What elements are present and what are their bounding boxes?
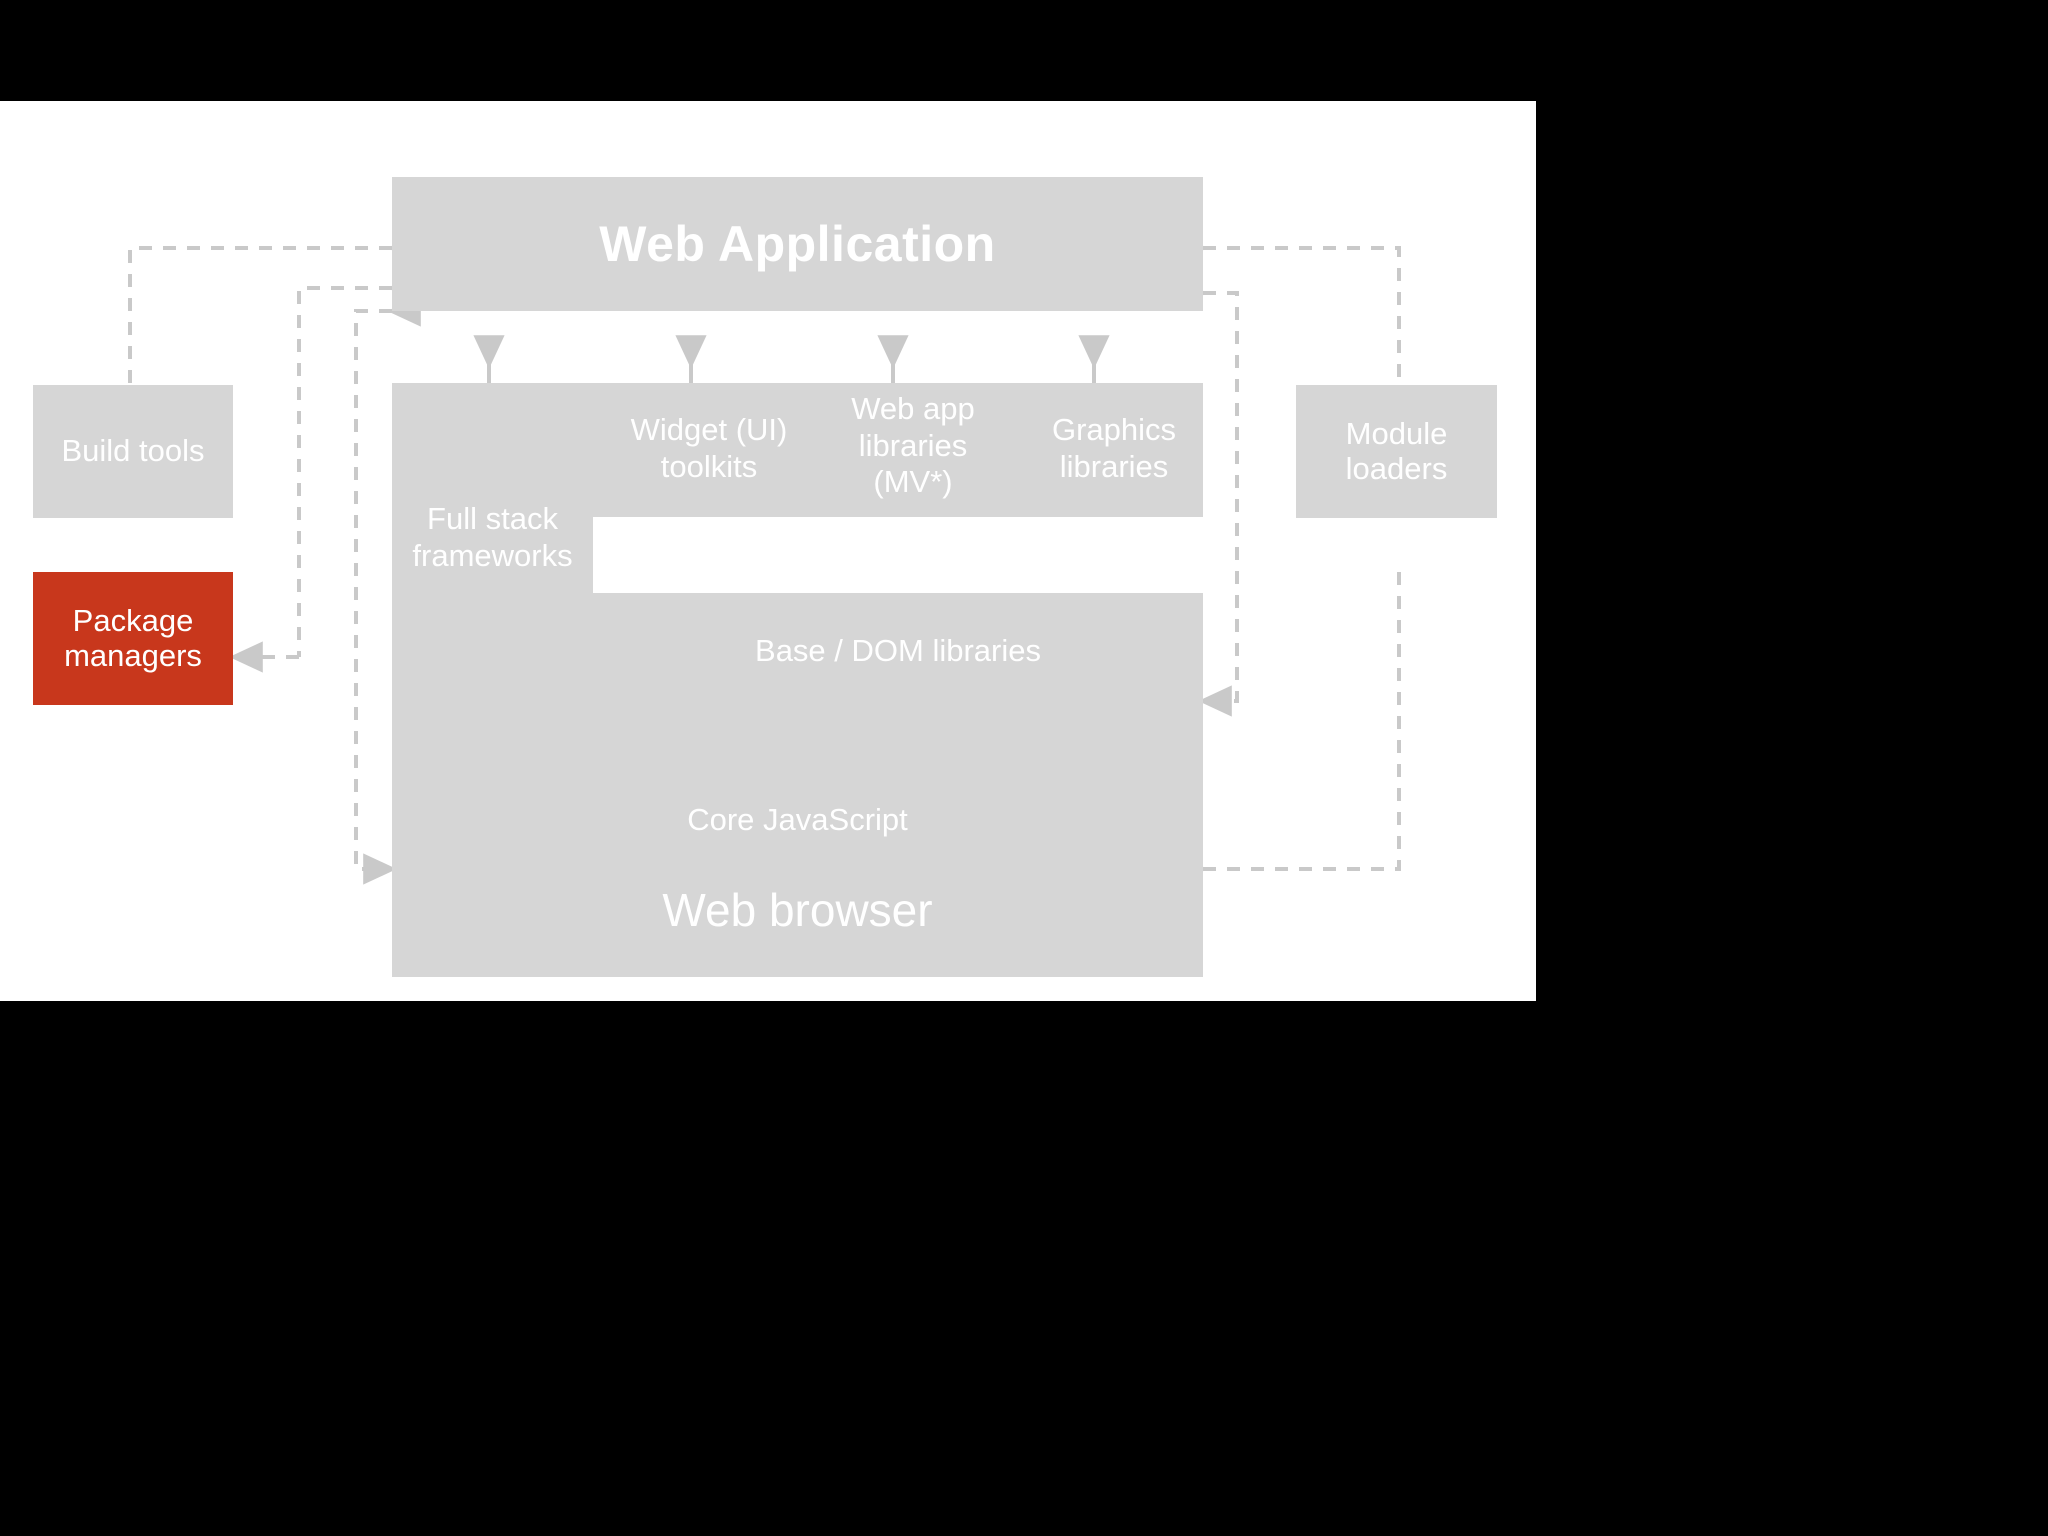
slide-left-margin bbox=[0, 101, 29, 1001]
build-tools-label: Build tools bbox=[61, 433, 205, 469]
web-application-label: Web Application bbox=[599, 216, 996, 272]
build-tools-box: Build tools bbox=[33, 385, 233, 518]
module-loaders-box: Module loaders bbox=[1296, 385, 1497, 518]
library-layer-block bbox=[392, 383, 1203, 807]
web-application-box: Web Application bbox=[392, 177, 1203, 311]
module-loaders-label-line2: loaders bbox=[1345, 450, 1448, 486]
web-browser-box bbox=[392, 778, 1203, 977]
library-notch-gap bbox=[593, 517, 1203, 593]
package-managers-box: Package managers bbox=[33, 572, 233, 705]
slide-canvas: Web Application Full stack frameworks Wi… bbox=[29, 101, 1536, 1001]
package-managers-label-line2: managers bbox=[64, 637, 202, 673]
package-managers-label-line1: Package bbox=[72, 602, 194, 638]
module-loaders-label-line1: Module bbox=[1345, 415, 1448, 451]
